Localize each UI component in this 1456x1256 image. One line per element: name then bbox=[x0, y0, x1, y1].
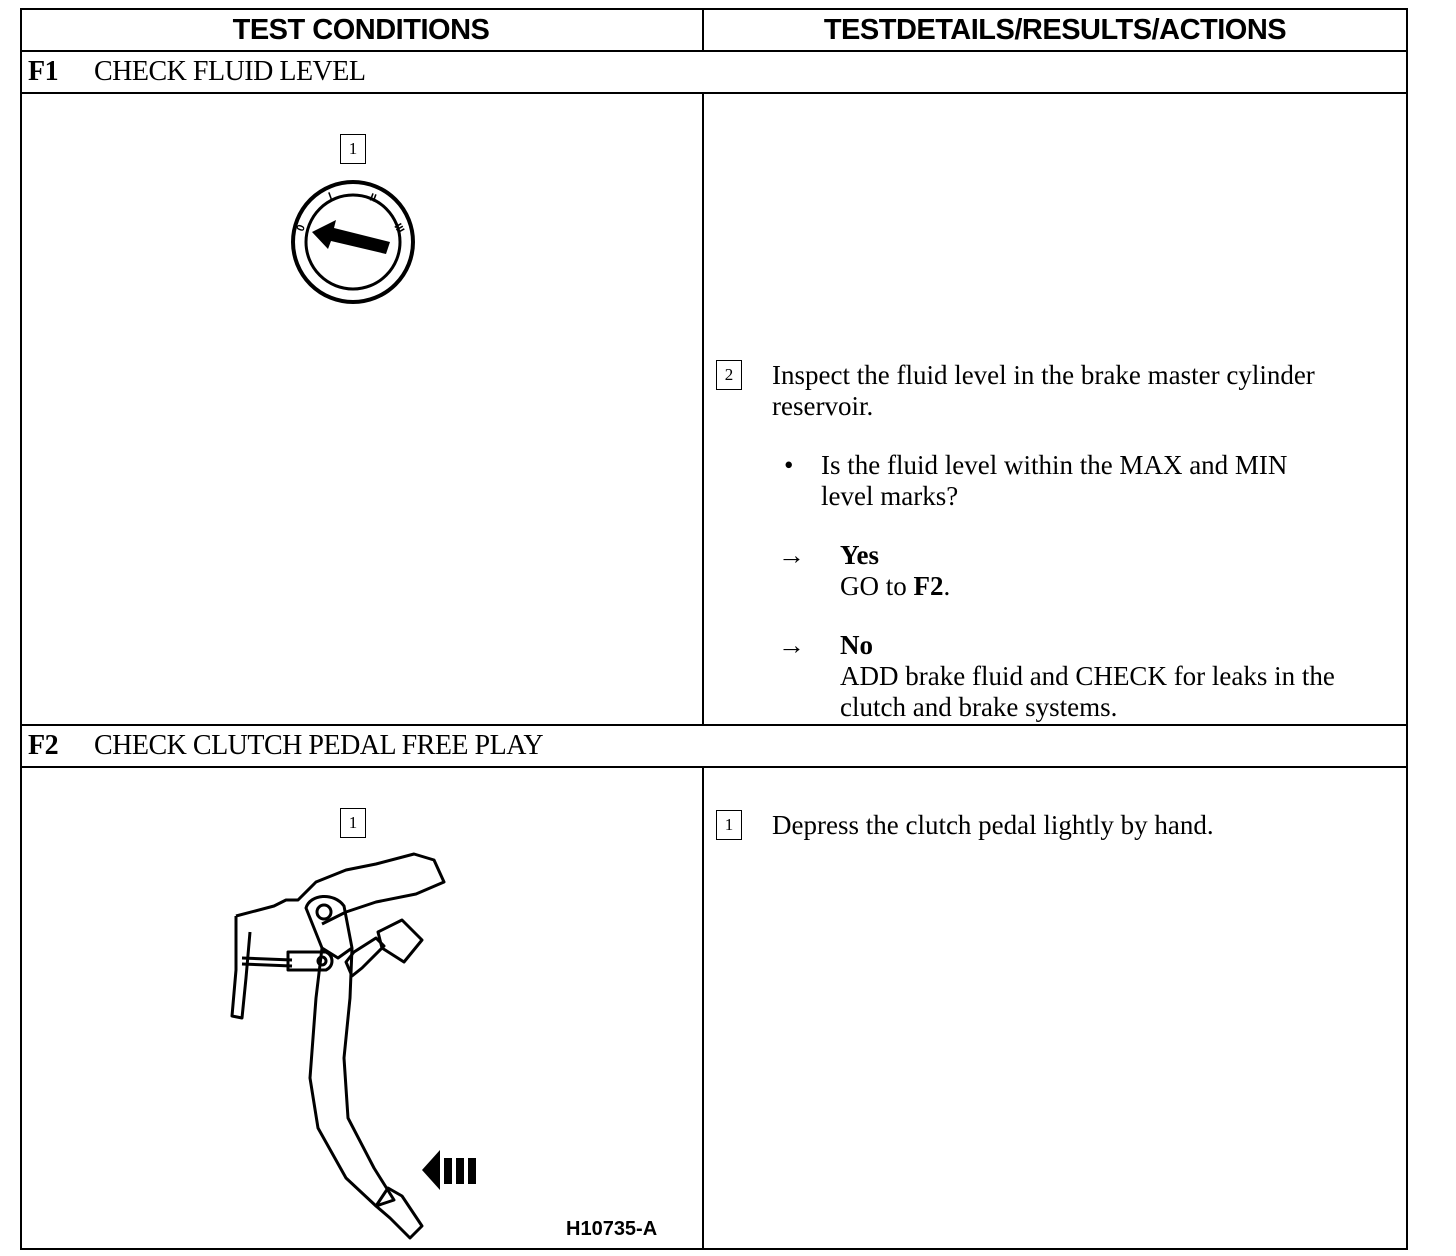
section-title-f2: F2 CHECK CLUTCH PEDAL FREE PLAY bbox=[28, 730, 544, 762]
f1-no-action-line2: clutch and brake systems. bbox=[840, 692, 1118, 722]
ignition-switch-figure: 0 I II III bbox=[291, 180, 415, 304]
f1-question-line2: level marks? bbox=[821, 481, 959, 511]
f1-instruction-line1: Inspect the fluid level in the brake mas… bbox=[772, 360, 1315, 390]
section-label-f2: CHECK CLUTCH PEDAL FREE PLAY bbox=[94, 730, 544, 761]
section-code-f2: F2 bbox=[28, 730, 59, 761]
f2-instruction: Depress the clutch pedal lightly by hand… bbox=[772, 810, 1214, 840]
f1-question-line1: Is the fluid level within the MAX and MI… bbox=[821, 450, 1288, 480]
f1-title-divider bbox=[20, 92, 1408, 94]
f1-no-label: No bbox=[840, 630, 873, 660]
f1-yes-arrow: → bbox=[778, 540, 805, 570]
header-divider bbox=[20, 50, 1408, 52]
f2-left-step-box: 1 bbox=[340, 808, 366, 838]
column-divider-f2 bbox=[702, 766, 704, 1250]
column-divider-f1 bbox=[702, 92, 704, 726]
clutch-pedal-figure bbox=[230, 852, 476, 1240]
svg-text:II: II bbox=[368, 192, 378, 205]
f1-yes-action-prefix: GO to bbox=[840, 571, 914, 601]
f1-instruction-line2: reservoir. bbox=[772, 391, 874, 421]
f1-no-action-line1: ADD brake fluid and CHECK for leaks in t… bbox=[840, 661, 1335, 691]
f1-yes-action: GO to F2. bbox=[840, 571, 950, 602]
table-right-border bbox=[1406, 8, 1408, 1250]
section-code-f1: F1 bbox=[28, 56, 59, 87]
svg-text:I: I bbox=[327, 190, 334, 202]
column-divider-header bbox=[702, 8, 704, 52]
figure-id: H10735-A bbox=[566, 1218, 658, 1240]
svg-text:III: III bbox=[391, 222, 406, 236]
table-top-border bbox=[20, 8, 1408, 10]
f1-yes-action-suffix: . bbox=[943, 571, 951, 601]
f1-bullet: • bbox=[784, 450, 794, 480]
f1-yes-label: Yes bbox=[840, 540, 879, 570]
table-left-border bbox=[20, 8, 22, 1250]
svg-text:0: 0 bbox=[295, 223, 308, 233]
table-bottom-border bbox=[20, 1248, 1408, 1250]
f1-yes-action-target: F2 bbox=[913, 571, 944, 601]
section-label-f1: CHECK FLUID LEVEL bbox=[94, 56, 366, 87]
f1-right-step-box: 2 bbox=[716, 360, 742, 390]
f2-right-step-box: 1 bbox=[716, 810, 742, 840]
section-title-f1: F1 CHECK FLUID LEVEL bbox=[28, 56, 366, 88]
header-test-details: TESTDETAILS/RESULTS/ACTIONS bbox=[823, 13, 1287, 46]
f2-section-divider bbox=[20, 724, 1408, 726]
f2-title-divider bbox=[20, 766, 1408, 768]
header-test-conditions: TEST CONDITIONS bbox=[232, 13, 490, 46]
f1-no-arrow: → bbox=[778, 630, 805, 660]
f1-left-step-box: 1 bbox=[340, 134, 366, 164]
